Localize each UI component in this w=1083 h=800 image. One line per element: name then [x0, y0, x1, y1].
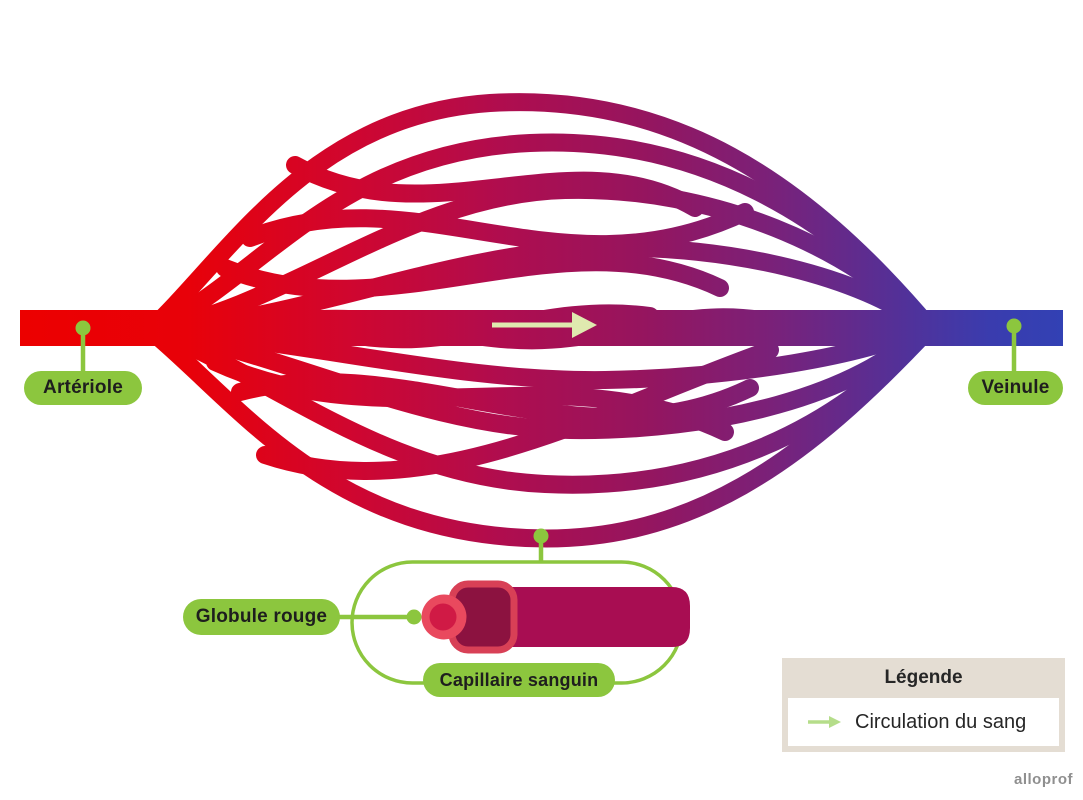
arteriole-callout-dot — [75, 320, 91, 336]
globule-rouge-label: Globule rouge — [183, 599, 340, 635]
capillary-tube — [448, 580, 690, 654]
flow-direction-arrow — [492, 312, 597, 338]
flow-arrow-icon — [808, 716, 841, 728]
legend-title: Légende — [884, 667, 963, 688]
arteriole-callout — [75, 320, 91, 374]
capillary-callout-dot — [533, 528, 549, 544]
venule-callout-dot — [1006, 318, 1022, 334]
legend-item: Circulation du sang — [788, 698, 1059, 746]
watermark-logo: alloprof — [1014, 771, 1073, 788]
legend-box: Légende Circulation du sang — [782, 658, 1065, 752]
veinule-label: Veinule — [968, 371, 1063, 405]
capillary-mesh — [141, 93, 939, 548]
red-blood-cell — [421, 594, 467, 640]
venule-callout — [1006, 318, 1022, 374]
globule-rouge-callout — [338, 609, 422, 625]
arteriole-label: Artériole — [24, 371, 142, 405]
globule-callout-dot — [406, 609, 422, 625]
legend-item-label: Circulation du sang — [855, 710, 1027, 733]
capillaire-sanguin-label: Capillaire sanguin — [423, 663, 615, 697]
